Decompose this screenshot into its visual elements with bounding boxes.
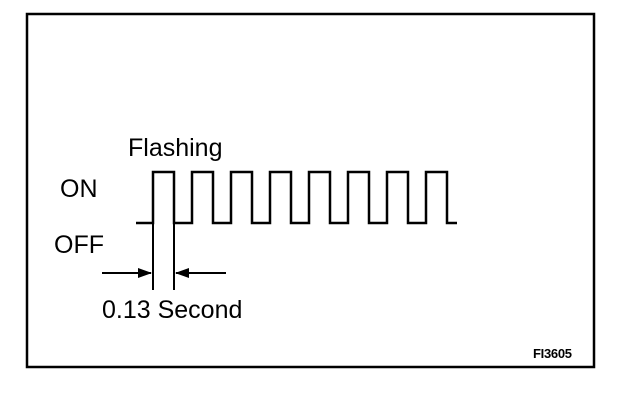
interval-label: 0.13 Second: [102, 296, 243, 324]
figure-id-label: FI3605: [533, 346, 572, 361]
flashing-waveform: [136, 170, 457, 225]
interval-arrow-left-head: [138, 268, 152, 278]
interval-arrow-right-head: [175, 268, 189, 278]
flashing-label: Flashing: [128, 134, 223, 162]
on-state-label: ON: [60, 175, 98, 203]
off-state-label: OFF: [54, 231, 104, 259]
diagram-frame: [25, 12, 596, 369]
